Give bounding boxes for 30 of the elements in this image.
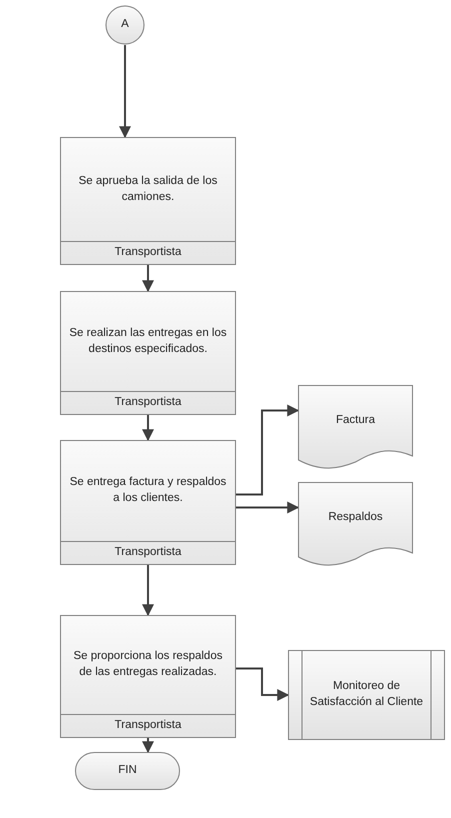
process-box: [60, 291, 236, 415]
subprocess-box: [288, 650, 445, 740]
role-label: Transportista: [114, 718, 182, 734]
process-text: Se entrega factura y respaldos a los clientes.: [69, 475, 227, 506]
arrow: [236, 668, 290, 701]
connector-circle: [105, 5, 145, 45]
arrow: [142, 415, 154, 442]
document-shape: [298, 385, 413, 470]
document-shape: [298, 482, 413, 567]
arrow: [142, 738, 154, 754]
arrow: [236, 502, 300, 514]
process-text: Se aprueba la salida de los camiones.: [78, 174, 218, 204]
role-label: Transportista: [114, 245, 182, 260]
role-label: Transportista: [114, 395, 182, 410]
node-label: A: [121, 17, 129, 32]
arrow: [142, 265, 154, 292]
process-box: [60, 440, 236, 565]
terminator-shape: [75, 752, 180, 790]
arrow: [236, 404, 300, 496]
node-label: Respaldos: [328, 510, 383, 525]
process-box: [60, 137, 236, 265]
node-label: Factura: [336, 412, 375, 428]
arrow: [119, 45, 131, 138]
role-label: Transportista: [114, 545, 182, 560]
node-label: FIN: [118, 763, 137, 778]
process-text: Se realizan las entregas en los destinos especificados.: [69, 326, 227, 356]
process-text: Se proporciona los respaldos de las entregas realizadas.: [72, 649, 224, 680]
process-box: [60, 615, 236, 738]
node-label: Monitoreo de Satisfacción al Cliente: [308, 679, 424, 710]
arrow: [142, 565, 154, 616]
